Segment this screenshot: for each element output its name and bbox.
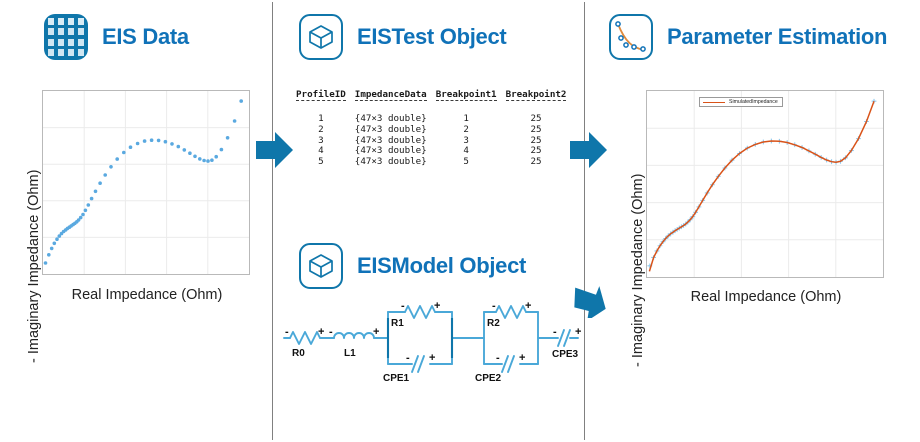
legend-swatch-simulated xyxy=(703,101,725,103)
table-col-breakpoint1: Breakpoint1 xyxy=(435,89,497,100)
circuit-canvas xyxy=(283,305,579,373)
table-cell: {47×3 double} xyxy=(354,156,427,168)
eistest-data-table: ProfileID ImpedanceData Breakpoint1 Brea… xyxy=(296,90,575,168)
chart-measured-canvas xyxy=(43,91,249,274)
table-grid-icon xyxy=(44,14,90,60)
section-title-eis-data: EIS Data xyxy=(102,24,189,49)
circuit-sign-r0-minus: - xyxy=(285,326,289,338)
circuit-sign-r2-minus: - xyxy=(492,300,496,312)
circuit-sign-r0-plus: + xyxy=(318,326,325,338)
panel-objects: EISTest Object ProfileID ImpedanceData B… xyxy=(272,0,584,442)
panel-eis-data: EIS Data - Imaginary Impedance (Ohm) Rea… xyxy=(0,0,272,442)
cube-box-icon xyxy=(299,14,345,60)
section-title-eismodel-object: EISModel Object xyxy=(357,253,527,278)
cube-glyph xyxy=(309,25,333,49)
circuit-sign-cpe3-minus: - xyxy=(553,326,557,338)
scatter-plot-icon xyxy=(609,14,655,60)
table-header-row: ProfileID ImpedanceData Breakpoint1 Brea… xyxy=(296,90,575,100)
panel-divider-right xyxy=(584,2,585,440)
chart-measured-xlabel: Real Impedance (Ohm) xyxy=(71,287,223,303)
panel-divider-left xyxy=(272,2,273,440)
circuit-label-l1: L1 xyxy=(344,348,356,359)
circuit-sign-cpe2-plus: + xyxy=(519,352,526,364)
arrow-object-to-estimation xyxy=(570,130,608,170)
circuit-sign-l1-minus: - xyxy=(329,326,333,338)
table-row: 3 {47×3 double} 3 25 xyxy=(296,136,575,147)
circuit-sign-r2-plus: + xyxy=(525,300,532,312)
table-cell: 2 xyxy=(463,123,469,135)
chart-estimated-legend: SimulatedImpedance xyxy=(699,97,783,107)
section-header-parameter-estimation: Parameter Estimation xyxy=(609,14,888,60)
table-cell: 1 xyxy=(318,113,324,125)
table-header-rule xyxy=(296,100,575,107)
section-title-parameter-estimation: Parameter Estimation xyxy=(667,24,888,49)
table-cell: 25 xyxy=(530,134,542,146)
table-cell: 3 xyxy=(463,134,469,146)
circuit-sign-r1-minus: - xyxy=(401,300,405,312)
table-cell: 25 xyxy=(530,123,542,135)
chart-measured-gridlines xyxy=(43,91,249,274)
table-cell: 5 xyxy=(318,156,324,168)
table-cell: {47×3 double} xyxy=(354,145,427,157)
table-cell: 1 xyxy=(463,113,469,125)
section-header-eismodel-object: EISModel Object xyxy=(299,243,526,289)
chart-estimated-ylabel: - Imaginary Impedance (Ohm) xyxy=(630,173,646,367)
arrow-model-to-estimation xyxy=(570,272,614,321)
table-row: 4 {47×3 double} 4 25 xyxy=(296,146,575,157)
eismodel-circuit-diagram: R0 L1 R1 CPE1 R2 CPE2 CPE3 - + - + - + -… xyxy=(272,300,584,400)
circuit-label-cpe1: CPE1 xyxy=(383,373,410,384)
table-cell: 25 xyxy=(530,145,542,157)
circuit-label-cpe3: CPE3 xyxy=(552,349,579,360)
table-col-profileid: ProfileID xyxy=(296,89,346,100)
table-cell: 25 xyxy=(530,113,542,125)
circuit-sign-l1-plus: + xyxy=(373,326,380,338)
chart-measured-nyquist: - Imaginary Impedance (Ohm) Real Impedan… xyxy=(0,84,272,363)
table-col-impedancedata: ImpedanceData xyxy=(354,89,427,100)
panel-parameter-estimation: Parameter Estimation - Imaginary Impedan… xyxy=(584,0,920,442)
chart-estimated-markers xyxy=(647,98,877,269)
chart-measured-plotbox xyxy=(42,90,250,275)
chart-measured-points xyxy=(43,99,243,265)
table-row: 5 {47×3 double} 5 25 xyxy=(296,157,575,168)
circuit-sign-cpe2-minus: - xyxy=(496,352,500,364)
circuit-label-cpe2: CPE2 xyxy=(475,373,502,384)
cube-glyph xyxy=(309,254,333,278)
circuit-label-r1: R1 xyxy=(391,318,404,329)
table-row: 1 {47×3 double} 1 25 xyxy=(296,107,575,125)
table-cell: {47×3 double} xyxy=(354,113,427,125)
scatter-plot-glyph xyxy=(615,21,646,52)
arrow-data-to-object xyxy=(256,130,294,170)
circuit-label-r0: R0 xyxy=(292,348,305,359)
table-col-breakpoint2: Breakpoint2 xyxy=(505,89,567,100)
table-cell: {47×3 double} xyxy=(354,134,427,146)
table-row: 2 {47×3 double} 2 25 xyxy=(296,125,575,136)
circuit-sign-cpe1-plus: + xyxy=(429,352,436,364)
table-cell: 5 xyxy=(463,156,469,168)
table-cell: 25 xyxy=(530,156,542,168)
circuit-label-r2: R2 xyxy=(487,318,500,329)
section-header-eis-data: EIS Data xyxy=(44,14,189,60)
legend-label-simulated: SimulatedImpedance xyxy=(729,99,778,105)
chart-measured-ylabel: - Imaginary Impedance (Ohm) xyxy=(26,169,42,363)
table-cell: 4 xyxy=(463,145,469,157)
chart-estimated-simulated-line xyxy=(648,100,875,272)
table-cell: {47×3 double} xyxy=(354,123,427,135)
chart-estimated-nyquist: - Imaginary Impedance (Ohm) Real Impedan… xyxy=(584,84,920,367)
chart-estimated-plotbox xyxy=(646,90,884,278)
chart-estimated-gridlines xyxy=(647,91,883,277)
section-title-eistest-object: EISTest Object xyxy=(357,24,507,49)
table-cell: 4 xyxy=(318,145,324,157)
section-header-eistest-object: EISTest Object xyxy=(299,14,507,60)
circuit-sign-cpe3-plus: + xyxy=(575,326,582,338)
chart-estimated-canvas xyxy=(647,91,883,277)
chart-estimated-xlabel: Real Impedance (Ohm) xyxy=(690,289,842,305)
table-cell: 3 xyxy=(318,134,324,146)
circuit-sign-r1-plus: + xyxy=(434,300,441,312)
table-cell: 2 xyxy=(318,123,324,135)
circuit-sign-cpe1-minus: - xyxy=(406,352,410,364)
cube-box-icon xyxy=(299,243,345,289)
